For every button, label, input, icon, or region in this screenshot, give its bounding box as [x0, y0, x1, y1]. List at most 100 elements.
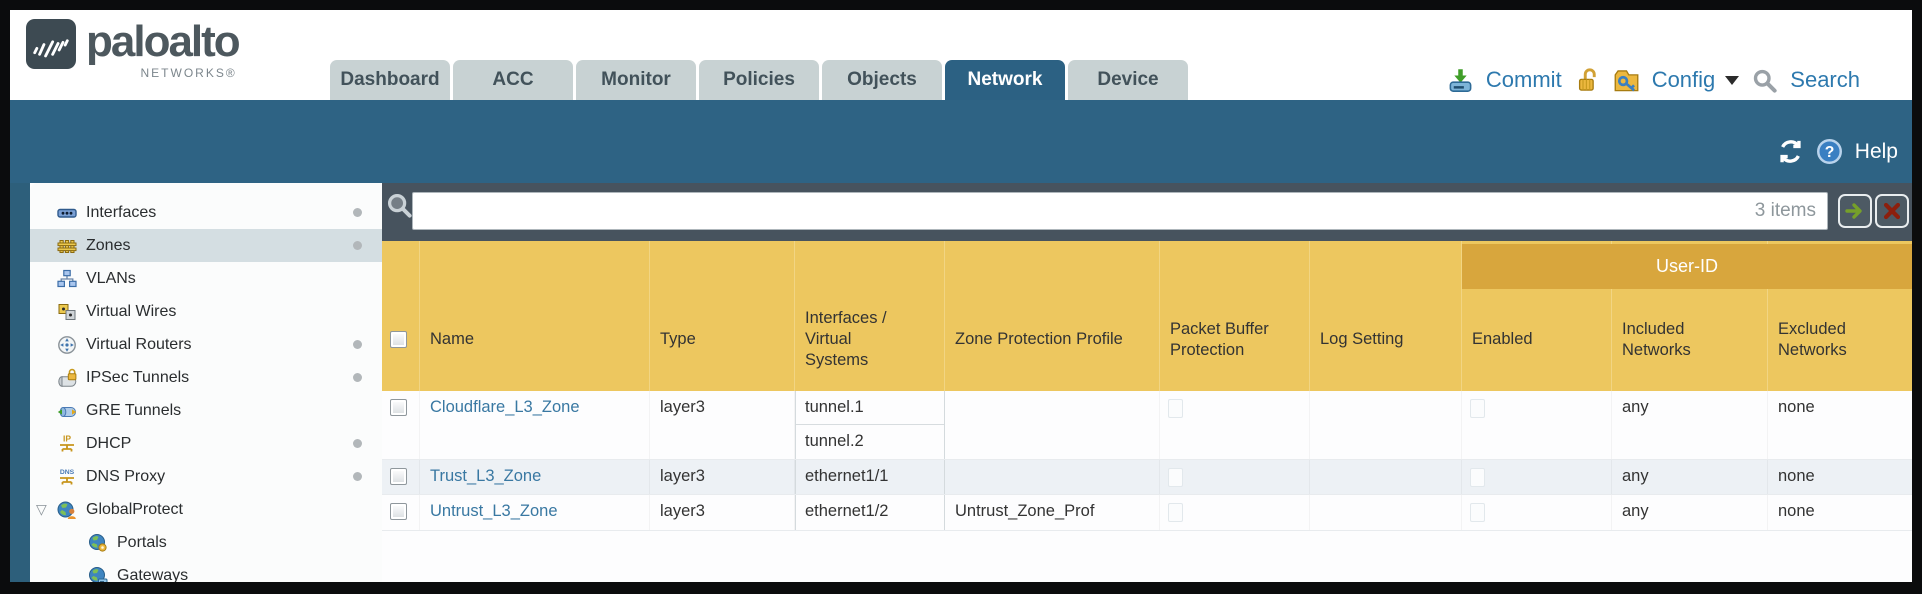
sidebar-item-interfaces[interactable]: Interfaces	[30, 196, 382, 229]
filter-input[interactable]	[412, 192, 1828, 230]
expander-icon[interactable]: ▽	[36, 501, 47, 517]
commit-icon[interactable]	[1447, 67, 1474, 94]
brand-networks: NETWORKS®	[140, 66, 237, 80]
sidebar-item-label: IPSec Tunnels	[86, 368, 190, 386]
zone-name-link[interactable]: Cloudflare_L3_Zone	[420, 391, 650, 459]
clear-filter-button[interactable]	[1875, 194, 1909, 228]
table-row: Cloudflare_L3_Zone layer3 tunnel.1 tunne…	[382, 391, 1912, 460]
table-header: Name Type Interfaces / Virtual Systems Z…	[382, 241, 1912, 391]
paloalto-logo: paloalto NETWORKS®	[26, 17, 241, 80]
sidebar-item-zones[interactable]: Zones	[30, 229, 382, 262]
sidebar-item-ipsec-tunnels[interactable]: IPSec Tunnels	[30, 361, 382, 394]
status-dot	[353, 439, 362, 448]
brand-wordmark: paloalto	[86, 17, 241, 66]
interfaces-icon	[57, 208, 77, 218]
tab-policies[interactable]: Policies	[699, 60, 819, 100]
virtual-wires-icon	[58, 303, 76, 320]
status-dot	[353, 472, 362, 481]
col-header-included-networks[interactable]: Included Networks	[1612, 241, 1768, 391]
filter-search-icon	[388, 194, 412, 218]
zone-type: layer3	[650, 460, 795, 494]
col-header-packet-buffer[interactable]: Packet Buffer Protection	[1160, 241, 1310, 391]
interface-cell: tunnel.2	[805, 432, 864, 450]
zone-name-link[interactable]: Untrust_L3_Zone	[420, 495, 650, 530]
sidebar-item-virtual-routers[interactable]: Virtual Routers	[30, 328, 382, 361]
search-icon[interactable]	[1751, 67, 1778, 94]
interface-cell: ethernet1/2	[805, 502, 889, 520]
col-header-interfaces[interactable]: Interfaces / Virtual Systems	[795, 241, 945, 391]
sidebar-item-label: Gateways	[117, 566, 189, 583]
svg-text:?: ?	[1824, 144, 1834, 161]
log-setting-cell	[1310, 495, 1462, 530]
apply-filter-button[interactable]	[1838, 194, 1872, 228]
interface-cell: tunnel.1	[796, 391, 944, 425]
user-id-enabled-checkbox[interactable]	[1470, 399, 1485, 418]
config-button[interactable]: Config	[1651, 67, 1716, 92]
config-caret-icon[interactable]	[1725, 75, 1740, 85]
excluded-networks-cell: none	[1778, 398, 1815, 416]
status-dot	[353, 241, 362, 250]
sidebar-left-strip	[10, 183, 30, 582]
search-button[interactable]: Search	[1790, 67, 1860, 92]
tab-device[interactable]: Device	[1068, 60, 1188, 100]
user-id-group-header: User-ID	[1462, 244, 1912, 289]
packet-buffer-checkbox[interactable]	[1168, 468, 1183, 487]
zone-type: layer3	[650, 495, 795, 530]
vlans-icon	[57, 269, 77, 287]
help-icon[interactable]: ?	[1816, 138, 1843, 165]
help-label[interactable]: Help	[1854, 139, 1898, 163]
tab-monitor[interactable]: Monitor	[576, 60, 696, 100]
row-checkbox[interactable]	[390, 399, 407, 416]
user-id-enabled-checkbox[interactable]	[1470, 503, 1485, 522]
user-id-enabled-checkbox[interactable]	[1470, 468, 1485, 487]
svg-text:DNS: DNS	[60, 469, 75, 476]
tab-objects[interactable]: Objects	[822, 60, 942, 100]
ipsec-tunnels-icon	[58, 368, 77, 387]
dns-proxy-icon: DNS	[60, 469, 75, 484]
sidebar-item-virtual-wires[interactable]: Virtual Wires	[30, 295, 382, 328]
items-count: 3 items	[1754, 200, 1816, 221]
col-header-excluded-networks[interactable]: Excluded Networks	[1778, 319, 1847, 359]
select-all-checkbox[interactable]	[390, 331, 407, 348]
table-empty-area	[382, 531, 1912, 582]
zone-type: layer3	[650, 391, 795, 459]
col-header-name[interactable]: Name	[420, 241, 650, 391]
refresh-icon[interactable]	[1777, 138, 1804, 165]
zones-icon	[57, 239, 77, 253]
sidebar-item-gre-tunnels[interactable]: GRE Tunnels	[30, 394, 382, 427]
interface-cell: ethernet1/1	[805, 467, 889, 485]
filter-bar: 3 items	[382, 183, 1912, 241]
commit-button[interactable]: Commit	[1485, 67, 1562, 92]
arrow-right-icon	[1845, 203, 1862, 219]
tab-acc[interactable]: ACC	[453, 60, 573, 100]
col-header-type[interactable]: Type	[650, 241, 795, 391]
col-header-zone-protection[interactable]: Zone Protection Profile	[945, 241, 1160, 391]
packet-buffer-checkbox[interactable]	[1168, 399, 1183, 418]
col-header-log-setting[interactable]: Log Setting	[1310, 241, 1462, 391]
sidebar-item-vlans[interactable]: VLANs	[30, 262, 382, 295]
sidebar-item-label: Virtual Routers	[86, 335, 192, 353]
sidebar-item-dhcp[interactable]: IP DHCP	[30, 427, 382, 460]
excluded-networks-cell: none	[1778, 467, 1815, 485]
row-checkbox[interactable]	[390, 503, 407, 520]
tab-network[interactable]: Network	[945, 60, 1065, 100]
virtual-routers-icon	[58, 335, 76, 354]
zone-name-link[interactable]: Trust_L3_Zone	[420, 460, 650, 494]
sidebar-item-globalprotect[interactable]: ▽ GlobalProtect	[30, 493, 382, 526]
sidebar-item-label: GRE Tunnels	[86, 401, 182, 419]
col-header-enabled[interactable]: Enabled	[1462, 241, 1612, 391]
config-icon[interactable]	[1613, 67, 1640, 94]
sidebar-item-gateways[interactable]: Gateways	[30, 559, 382, 582]
lock-icon[interactable]	[1574, 67, 1601, 94]
tab-dashboard[interactable]: Dashboard	[330, 60, 450, 100]
main-nav-tabs: Dashboard ACC Monitor Policies Objects N…	[330, 60, 1188, 100]
sidebar-item-portals[interactable]: Portals	[30, 526, 382, 559]
gre-tunnels-icon	[57, 406, 77, 417]
sidebar-item-label: Portals	[117, 533, 167, 551]
sidebar-item-dns-proxy[interactable]: DNS DNS Proxy	[30, 460, 382, 493]
packet-buffer-checkbox[interactable]	[1168, 503, 1183, 522]
close-x-icon	[1883, 202, 1901, 220]
row-checkbox[interactable]	[390, 468, 407, 485]
top-header: paloalto NETWORKS® Dashboard ACC Monitor…	[10, 10, 1912, 100]
